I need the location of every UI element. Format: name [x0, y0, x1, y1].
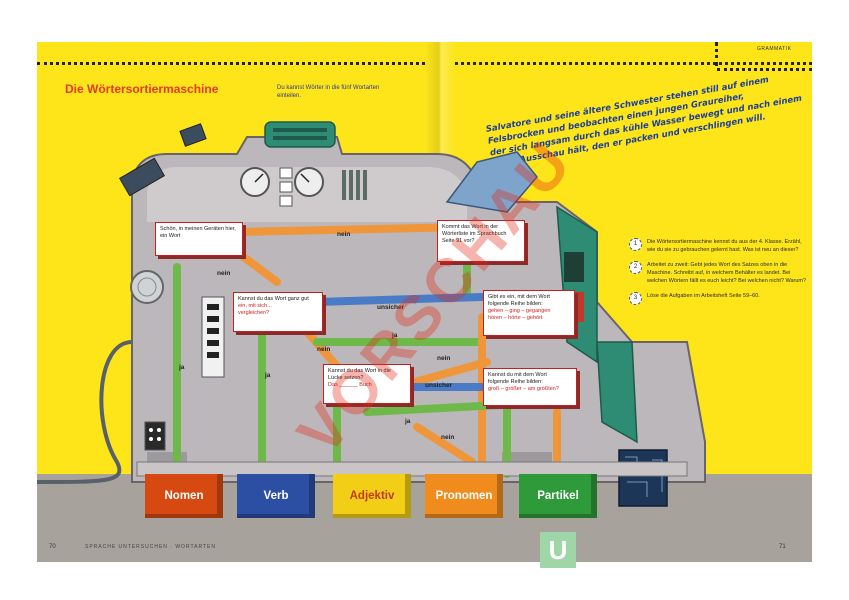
bin-adjektiv: Adjektiv	[333, 474, 411, 518]
card-text: folgende Reihe bilden:	[488, 301, 543, 307]
bin-verb: Verb	[237, 474, 315, 518]
page-number-right: 71	[779, 544, 786, 550]
card-example: groß – größer – am größten?	[488, 386, 559, 392]
card-text: Gibt es ein, mit dem Wort	[488, 294, 550, 300]
intro-text: Du kannst Wörter in die fünf Wortarten e…	[277, 85, 380, 99]
bin-label: Pronomen	[435, 490, 493, 502]
pipe-label-nein: nein	[441, 434, 455, 441]
task-item: 1 Die Wörtersortiermaschine kennst du au…	[627, 238, 807, 254]
page-title: Die Wörtersortiermaschine	[65, 82, 219, 96]
publisher-logo: U	[540, 532, 576, 568]
task-item: 3 Löse die Aufgaben im Arbeitsheft Seite…	[627, 292, 807, 305]
task-item: 2 Arbeitet zu zweit: Gebt jedes Wort des…	[627, 261, 807, 285]
task-number: 2	[629, 261, 642, 274]
card-example: Das ______ Buch	[328, 382, 372, 388]
question-card: Kannst du mit dem Wort folgende Reihe bi…	[483, 368, 577, 406]
bin-label: Nomen	[164, 490, 204, 502]
dotted-line	[37, 62, 425, 65]
card-example: hören – hörte – gehört	[488, 315, 543, 321]
question-card: Schön, in meinen Geräten hier, ein Wort	[155, 222, 243, 256]
footer-text: SPRACHE UNTERSUCHEN · WORTARTEN	[85, 544, 217, 550]
bin-label: Adjektiv	[349, 490, 395, 502]
pipe-label-ja: ja	[392, 332, 398, 339]
dotted-line	[717, 68, 812, 71]
card-text: Schön, in meinen Geräten hier, ein Wort	[160, 226, 236, 239]
task-number: 1	[629, 238, 642, 251]
task-text: Die Wörtersortiermaschine kennst du aus …	[647, 239, 802, 253]
pipe-label-unsicher: unsicher	[425, 382, 453, 389]
bin-label: Verb	[263, 490, 289, 502]
pipe-label-nein: nein	[217, 270, 231, 277]
card-example: gehen – ging – gegangen	[488, 308, 551, 314]
card-text: folgende Reihe bilden:	[488, 379, 543, 385]
question-card: Kannst du das Wort ganz gut ein, mit sic…	[233, 292, 323, 332]
book-spread: GRAMMATIK Die Wörtersortiermaschine Du k…	[37, 42, 812, 562]
question-card: Kommt das Wort in der Wörterliste im Spr…	[437, 220, 525, 262]
task-text: Löse die Aufgaben im Arbeitsheft Seite 5…	[647, 293, 760, 299]
card-text: Kommt das Wort in der Wörterliste im Spr…	[442, 224, 507, 244]
pipe-label-unsicher: unsicher	[377, 304, 405, 311]
bin-label: Partikel	[537, 490, 579, 502]
card-example: ein, mit sich…	[238, 303, 273, 309]
bin-partikel: Partikel	[519, 474, 597, 518]
pipe-label-nein: nein	[337, 231, 351, 238]
card-example: vergleichen?	[238, 310, 270, 316]
card-text: Kannst du das Wort in die	[328, 368, 391, 374]
card-text: Lücke setzen?	[328, 375, 364, 381]
question-card: Gibt es ein, mit dem Wort folgende Reihe…	[483, 290, 575, 336]
card-text: Kannst du das Wort ganz gut	[238, 296, 309, 302]
card-text: Kannst du mit dem Wort	[488, 372, 547, 378]
question-card: Kannst du das Wort in die Lücke setzen? …	[323, 364, 411, 404]
page-number-left: 70	[49, 544, 56, 550]
task-text: Arbeitet zu zweit: Gebt jedes Wort des S…	[647, 262, 807, 284]
task-list: 1 Die Wörtersortiermaschine kennst du au…	[627, 238, 807, 307]
task-number: 3	[629, 292, 642, 305]
pipe-label-ja: ja	[179, 364, 185, 371]
dotted-line	[715, 42, 718, 66]
pipe-label-nein: nein	[437, 355, 451, 362]
bin-pronomen: Pronomen	[425, 474, 503, 518]
pipe-label-ja: ja	[405, 418, 411, 425]
pipe-label-ja: ja	[265, 372, 271, 379]
bin-nomen: Nomen	[145, 474, 223, 518]
pipe-label-nein: nein	[317, 346, 331, 353]
category-label: GRAMMATIK	[757, 46, 792, 52]
dotted-line	[455, 62, 812, 65]
